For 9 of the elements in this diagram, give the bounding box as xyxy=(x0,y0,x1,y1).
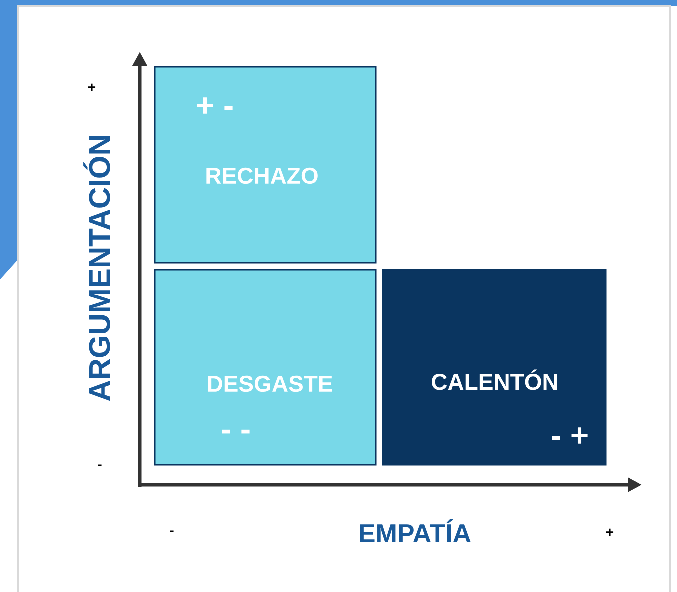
axis-sign: + xyxy=(606,528,614,536)
axis-sign: - xyxy=(170,530,174,532)
axis-sign: + xyxy=(88,84,96,91)
quadrant-box: DESGASTE - - xyxy=(154,269,377,466)
axis-title: ARGUMENTACIÓN xyxy=(84,136,110,402)
axis-sign: - xyxy=(98,464,102,466)
quadrant-box: CALENTÓN - + xyxy=(382,269,607,466)
axis-title: EMPATÍA xyxy=(360,519,471,543)
quadrant-box: + - RECHAZO xyxy=(154,66,377,264)
